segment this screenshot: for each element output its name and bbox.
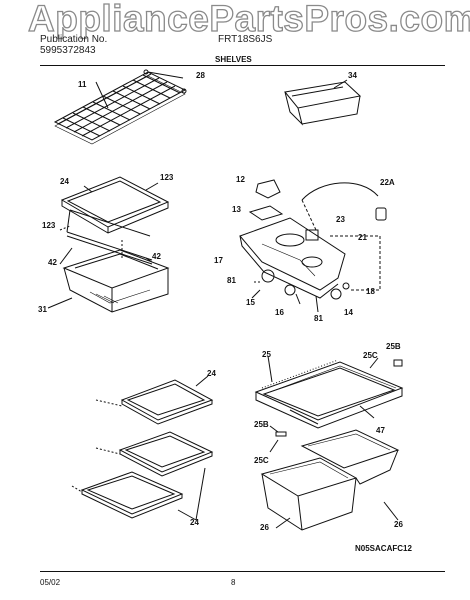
page-title: SHELVES xyxy=(215,55,252,64)
callout-81: 81 xyxy=(227,276,236,285)
publication-label: Publication No. xyxy=(40,34,108,45)
watermark: AppliancePartsPros.com xyxy=(27,0,470,40)
callout-24: 24 xyxy=(60,177,69,186)
light-bulb xyxy=(261,269,275,283)
footer-rule xyxy=(40,571,445,572)
callout-22A: 22A xyxy=(380,178,395,187)
callout-123: 123 xyxy=(160,173,174,182)
callout-42: 42 xyxy=(48,258,57,267)
cover-support xyxy=(275,431,287,437)
callout-12: 12 xyxy=(236,175,245,184)
callout-17: 17 xyxy=(214,256,223,265)
callout-34: 34 xyxy=(348,71,357,80)
glass-shelf-3 xyxy=(80,471,184,519)
callout-25C: 25C xyxy=(363,351,378,360)
control-knob xyxy=(330,288,342,300)
callout-81: 81 xyxy=(314,314,323,323)
callout-31: 31 xyxy=(38,305,47,314)
shelf-rail xyxy=(66,209,153,265)
callout-42: 42 xyxy=(152,252,161,261)
wire-harness xyxy=(301,182,379,201)
baffle-plate xyxy=(248,205,284,221)
wire-shelf xyxy=(53,71,187,145)
callout-25C: 25C xyxy=(254,456,269,465)
callout-123: 123 xyxy=(42,221,56,230)
crisper-drawer-left xyxy=(62,249,170,313)
cover-clip xyxy=(393,359,403,367)
callout-28: 28 xyxy=(196,71,205,80)
crisper-cover xyxy=(254,359,404,429)
thermostat xyxy=(305,229,319,241)
callout-15: 15 xyxy=(246,298,255,307)
callout-25B: 25B xyxy=(386,342,401,351)
crisper-drawer-b xyxy=(300,429,400,485)
callout-26: 26 xyxy=(260,523,269,532)
callout-13: 13 xyxy=(232,205,241,214)
damper-cover xyxy=(255,179,281,199)
footer-date: 05/02 xyxy=(40,578,61,587)
deli-tray xyxy=(284,81,362,126)
callout-23: 23 xyxy=(336,215,345,224)
control-knob-small xyxy=(342,282,350,290)
glass-shelf-2 xyxy=(118,431,214,477)
header-rule xyxy=(40,65,445,66)
publication-number: 5995372843 xyxy=(40,45,96,56)
callout-16: 16 xyxy=(275,308,284,317)
callout-25: 25 xyxy=(262,350,271,359)
callout-14: 14 xyxy=(344,308,353,317)
callout-47: 47 xyxy=(376,426,385,435)
callout-24: 24 xyxy=(207,369,216,378)
lamp-socket xyxy=(284,284,296,296)
glass-shelf-1 xyxy=(120,379,214,425)
callout-21: 21 xyxy=(358,233,367,242)
callout-25B: 25B xyxy=(254,420,269,429)
callout-24: 24 xyxy=(190,518,199,527)
callout-18: 18 xyxy=(366,287,375,296)
drawing-code: N05SACAFC12 xyxy=(355,544,412,553)
model-number: FRT18S6JS xyxy=(218,34,273,45)
page-number: 8 xyxy=(231,578,236,587)
callout-26: 26 xyxy=(394,520,403,529)
crisper-drawer-a xyxy=(260,457,358,531)
callout-11: 11 xyxy=(78,80,87,89)
glass-shelf-upper xyxy=(60,176,170,234)
connector xyxy=(375,207,387,221)
